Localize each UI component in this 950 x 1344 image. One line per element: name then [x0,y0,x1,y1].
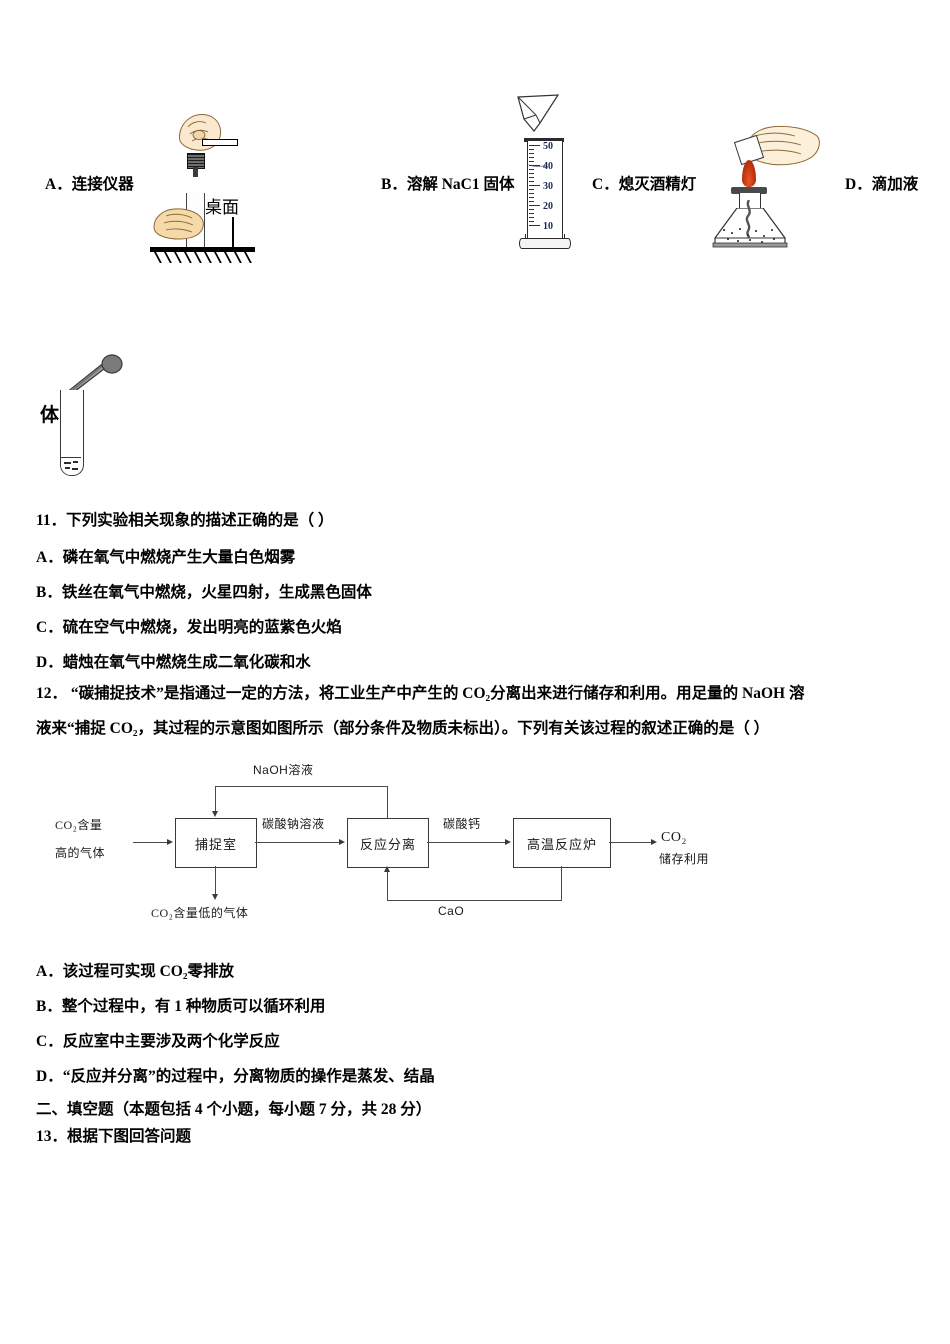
flowchart-box-capture-chamber: 捕捉室 [175,818,257,868]
cylinder-base-icon [519,238,571,249]
cylinder-tick-20: 20 [543,201,553,212]
flowchart-input-line2: 高的气体 [55,846,106,860]
stray-figure-label: 体 [40,405,60,426]
bench-hatching-icon [152,252,254,263]
figure-alcohol-lamp [703,125,823,260]
figure-a-caption-table-surface: 桌面 [205,198,239,217]
cylinder-lip-icon [524,138,564,142]
question-12-stem-line1: 12． “碳捕捉技术”是指通过一定的方法，将工业生产中产生的 CO₂分离出来进行… [36,685,805,702]
flowchart-naoh-loop-arrowhead [211,811,218,817]
flowchart-low-co2-arrowhead [211,894,218,900]
flowchart-cao-loop-right-vertical [561,866,563,900]
lamp-collar-icon [731,187,767,194]
flowchart-output-storage-use: 储存利用 [659,852,710,866]
option-b-label: B．溶解 NaC1 固体 [381,176,515,193]
hand-icon-lower [152,205,208,241]
question-11-option-a: A．磷在氧气中燃烧产生大量白色烟雾 [36,549,296,566]
funnel-icon [514,93,562,135]
flowchart-label-sodium-carbonate-solution: 碳酸钠溶液 [262,817,325,831]
flowchart-cao-loop-arrowhead [383,866,390,872]
dropper-icon [62,354,124,398]
question-11-stem: 11．下列实验相关现象的描述正确的是（ ） [36,512,334,529]
flowchart-input-arrow-line [133,842,167,844]
option-a-label: A．连接仪器 [45,176,134,193]
flowchart-arrow-box1-box2-line [255,842,339,844]
flowchart-input-arrowhead [167,838,173,845]
option-c-label: C．熄灭酒精灯 [592,176,697,193]
flowchart-cao-loop-horizontal [387,900,562,902]
flowchart-label-naoh-solution: NaOH溶液 [253,763,314,777]
cylinder-tick-40: 40 [543,161,553,172]
stand-rod-icon [232,217,235,249]
flowchart-arrow-box1-box2-head [339,838,345,845]
question-12-stem-line2: 液来“捕捉 CO₂，其过程的示意图如图所示（部分条件及物质未标出）。下列有关该过… [36,720,770,737]
flowchart-arrow-box2-box3-head [505,838,511,845]
bench-surface-icon [150,247,255,252]
flowchart-arrow-box2-box3-line [427,842,505,844]
question-12-option-b: B．整个过程中，有 1 种物质可以循环利用 [36,998,326,1015]
test-tube-solid-icon [61,457,81,475]
cylinder-tick-50: 50 [543,141,553,152]
question-11-option-b: B．铁丝在氧气中燃烧，火星四射，生成黑色固体 [36,584,372,601]
flowchart-label-cao: CaO [438,904,465,918]
flowchart-naoh-loop-horizontal [215,786,388,788]
question-11-option-c: C．硫在空气中燃烧，发出明亮的蓝紫色火焰 [36,619,342,636]
flowchart-output-arrow-line [609,842,651,844]
figure-test-tube-with-dropper [42,352,152,482]
flowchart-naoh-loop-left-vertical [215,786,217,812]
option-d-label: D．滴加液 [845,176,919,193]
question-11-option-d: D．蜡烛在氧气中燃烧生成二氧化碳和水 [36,654,311,671]
flowchart-cao-loop-left-vertical [387,872,389,900]
glass-rod-icon [202,139,238,146]
rubber-stopper-icon [187,153,205,177]
figure-connecting-apparatus [150,95,270,270]
flowchart-output-co2: CO₂ [661,830,687,845]
flowchart-input-line1: CO₂含量 [55,818,103,832]
question-12-option-d: D．“反应并分离”的过程中，分离物质的操作是蒸发、结晶 [36,1068,435,1085]
flowchart-naoh-loop-right-vertical [387,786,389,818]
question-12-option-c: C．反应室中主要涉及两个化学反应 [36,1033,280,1050]
question-13-stem: 13．根据下图回答问题 [36,1128,192,1145]
section-2-heading: 二、填空题（本题包括 4 个小题，每小题 7 分，共 28 分） [36,1101,432,1118]
cylinder-tick-10: 10 [543,221,553,232]
flowchart-output-low-co2-gas: CO₂含量低的气体 [151,906,249,920]
question-12-option-a: A．该过程可实现 CO₂零排放 [36,963,234,980]
cylinder-tick-30: 30 [543,181,553,192]
cylinder-stem-icon [525,234,565,239]
figure-graduated-cylinder: 50 40 30 20 10 [510,93,590,268]
carbon-capture-flowchart: CO₂含量 高的气体 捕捉室 碳酸钠溶液 反应分离 碳酸钙 高温反应炉 CO₂ … [55,758,715,920]
flowchart-low-co2-arrow-line [215,866,217,894]
lamp-liquid-icon [719,226,781,246]
flowchart-box-reaction-separation: 反应分离 [347,818,429,868]
flowchart-box-high-temp-furnace: 高温反应炉 [513,818,611,868]
hand-icon-upper [174,111,226,153]
cylinder-ticks-icon [529,145,542,233]
flowchart-label-calcium-carbonate: 碳酸钙 [443,817,481,831]
flame-icon [742,160,756,187]
flowchart-output-arrowhead [651,838,657,845]
liquid-meniscus-icon [528,159,548,167]
